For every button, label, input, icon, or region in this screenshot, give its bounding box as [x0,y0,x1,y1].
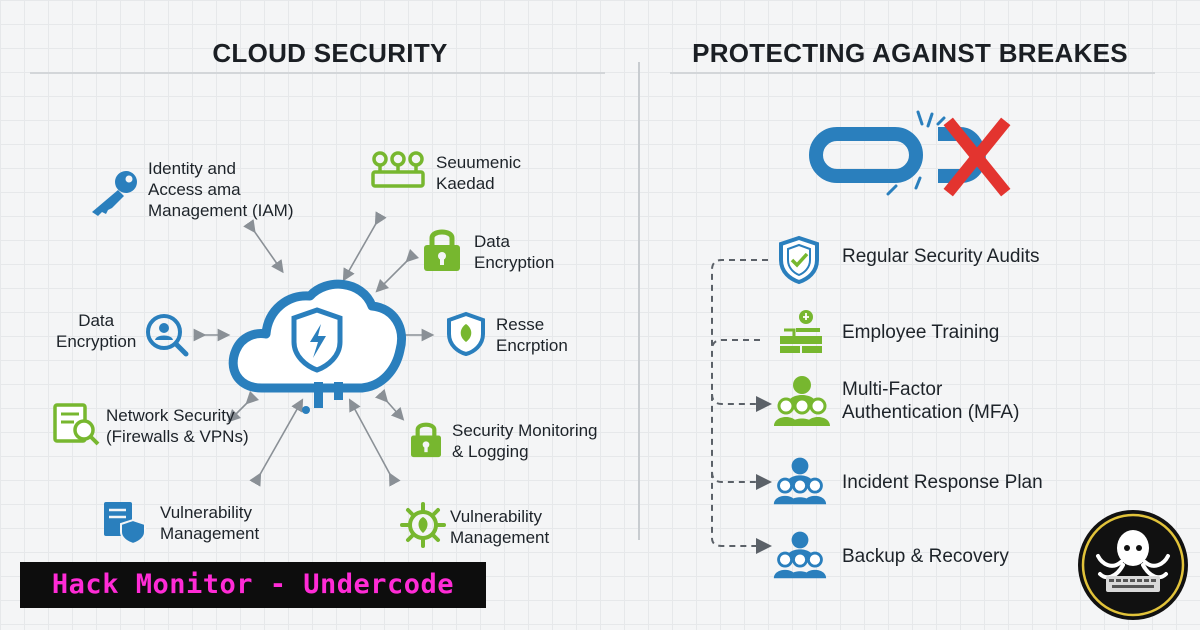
users-icon [774,376,830,426]
padlock-icon [411,422,441,458]
hack-monitor-banner: Hack Monitor - Undercode [20,562,486,608]
incident-response-plan-label: Incident Response Plan [842,472,1043,493]
cloud-security-title: CLOUD SECURITY [212,38,448,68]
shield-icon [447,311,485,357]
team-icon [773,531,827,579]
connector-arrows [193,211,435,487]
breaches-title: PROTECTING AGAINST BREAKES [692,38,1128,68]
training-icon [780,310,822,353]
data-encryption-label-right: Data Encryption [474,232,555,272]
document-shield-icon [104,502,146,546]
virus-gear-icon [400,502,446,548]
mfa-label: Multi-Factor Authentication (MFA) [842,379,1020,423]
network-security-label: Network Security (Firewalls & VPNs) [106,406,249,446]
data-encryption-label-left: Data Encryption [56,311,137,351]
firewall-icon [53,403,100,446]
vulnerability-management-label-left: Vulnerability Management [160,503,260,543]
magnifier-icon [146,314,189,357]
octopus-logo-icon [1078,510,1188,620]
network-icon [371,151,425,188]
left-title-rule [30,72,605,74]
regular-security-audits-label: Regular Security Audits [842,246,1040,267]
shield-check-icon [779,235,819,285]
resse-encrption-label: Resse Encrption [496,315,568,355]
padlock-icon [424,229,460,271]
broken-chain-icon [809,110,1011,197]
panel-divider [638,62,640,540]
security-monitoring-label: Security Monitoring & Logging [452,421,598,461]
team-icon [773,457,827,505]
right-title-rule [670,72,1155,74]
vulnerability-management-label-right: Vulnerability Management [450,507,550,547]
key-icon [92,171,137,216]
step-connectors [711,259,772,554]
seuumenic-label: Seuumenic Kaedad [436,153,522,193]
cloud-shield-icon [228,279,406,414]
backup-recovery-label: Backup & Recovery [842,546,1009,567]
employee-training-label: Employee Training [842,322,1000,343]
iam-label: Identity and Access ama Management (IAM) [148,159,294,220]
